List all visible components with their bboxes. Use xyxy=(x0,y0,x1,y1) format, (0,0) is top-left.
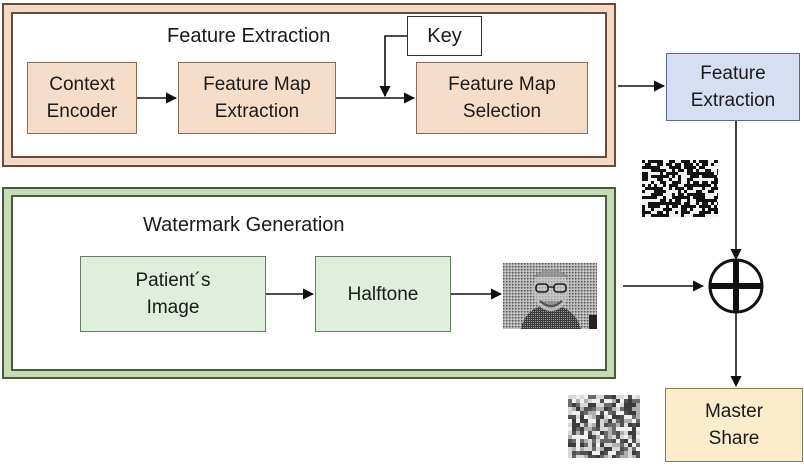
feature-extraction-output-box: Feature Extraction xyxy=(666,53,800,121)
xor-operator-icon xyxy=(708,258,764,314)
scrambled-share-image xyxy=(568,395,640,458)
feature-map-selection-box: Feature Map Selection xyxy=(416,62,588,134)
master-share-box: Master Share xyxy=(665,388,803,462)
feature-map-extraction-box: Feature Map Extraction xyxy=(178,62,336,134)
halftone-face-image xyxy=(503,263,597,329)
watermark-generation-group-title: Watermark Generation xyxy=(143,214,345,236)
arrow-key-to-selection xyxy=(379,35,407,98)
feature-extraction-group-title: Feature Extraction xyxy=(167,25,331,47)
noise-share-image xyxy=(642,160,718,217)
patients-image-box: Patient´s Image xyxy=(80,256,266,332)
halftone-box: Halftone xyxy=(315,256,451,332)
context-encoder-box: Context Encoder xyxy=(27,62,137,134)
key-box: Key xyxy=(407,16,482,56)
